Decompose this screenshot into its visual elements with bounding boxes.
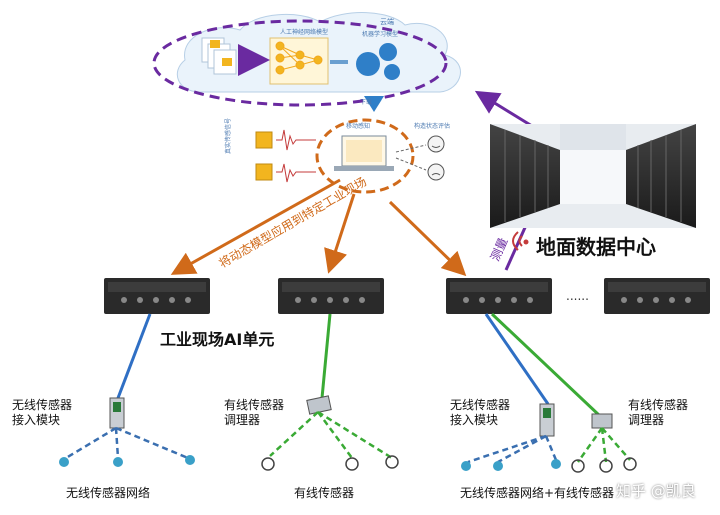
datacenter-label: 地面数据中心 [536,235,656,259]
server-rack-right [626,124,696,228]
deploy-arrows [170,178,467,277]
status-link [395,144,427,153]
wireless-access-label-2: 无线传感器 接入模块 [450,398,511,427]
bottom-wired-label: 有线传感器 [294,486,355,500]
datacenter-ceiling [560,124,626,150]
sad-face-icon [427,163,445,181]
laptop-base [334,166,394,171]
ai-unit-4 [604,278,710,314]
happy-face-icon [427,135,445,153]
upload-arrow-cloud [474,90,533,128]
signal-waveform [276,163,316,183]
cable-blue-2 [484,313,550,405]
neural-network-icon [275,41,323,75]
edge-highlight-ellipse [315,118,415,194]
wired-sensor-nodes-1 [261,455,399,471]
bottom-mixed-label: 无线传感器网络+有线传感器 [460,486,615,500]
bottom-wireless-label: 无线传感器网络 [66,486,151,500]
wireless-access-label-1: 无线传感器 接入模块 [12,398,73,427]
watermark: 知乎 @凯良 [616,482,696,500]
chip-icon [222,58,232,66]
wired-conditioner-label-1: 有线传感器 调理器 [224,398,285,427]
wireless-access-module-2 [539,403,555,437]
wireless-signal-icon [512,231,523,251]
ai-unit-1 [104,278,210,314]
wireless-sensor-nodes-1 [59,455,195,467]
laptop-display [346,140,382,162]
model-label: 机器学习模型 [362,30,398,38]
download-label: 下载 [360,98,372,106]
upload-text: 测量 [488,236,511,264]
wireless-sensor-nodes-2 [461,459,561,471]
cable-green-1 [320,313,332,399]
deploy-arrow-left [170,178,341,275]
wired-conditioner-label-2: 有线传感器 调理器 [628,398,689,427]
cable-blue-1 [116,313,152,399]
ai-unit-2 [278,278,384,314]
edge-module-label: 移动感知 [346,122,370,130]
ai-module-label: 人工神经网络模型 [280,28,328,36]
wired-sensor-nodes-2 [571,457,637,473]
ai-unit-label: 工业现场AI单元 [160,330,274,349]
deploy-arrow-middle [324,193,356,274]
status-link [395,157,427,171]
gear-icon [356,43,400,80]
wireless-links-1 [65,426,189,460]
wired-links-2 [576,427,631,463]
download-arrow-icon [364,96,384,112]
datacenter-image [490,124,696,228]
wired-conditioner-2 [591,413,613,429]
cloud-highlight-ellipse [152,19,448,107]
signal-waveform [276,129,316,151]
sensor-chip-icon [255,163,273,181]
cloud-section [152,12,461,112]
sensor-input-label: 真实传感信号 [224,118,232,154]
wireless-access-module-1 [109,397,125,429]
status-eval-label: 构造状态评估 [414,122,450,130]
wired-links-1 [269,410,393,460]
edge-section [255,118,445,194]
wireless-links-2 [467,434,558,464]
datacenter-corridor [560,150,626,204]
wired-conditioner-1 [306,395,332,415]
ai-unit-3 [446,278,552,314]
wireless-signal-dot [523,239,529,245]
server-rack-lines [504,130,682,222]
unit-connections [116,312,602,418]
sensor-chip-icon [255,131,273,149]
deploy-arrow-right [388,200,467,277]
ellipsis-text: ...... [566,289,589,303]
chip-icon [210,40,220,48]
cable-green-2 [490,312,602,418]
server-rack-left [490,124,560,228]
cloud-title: 云端 [380,17,394,26]
